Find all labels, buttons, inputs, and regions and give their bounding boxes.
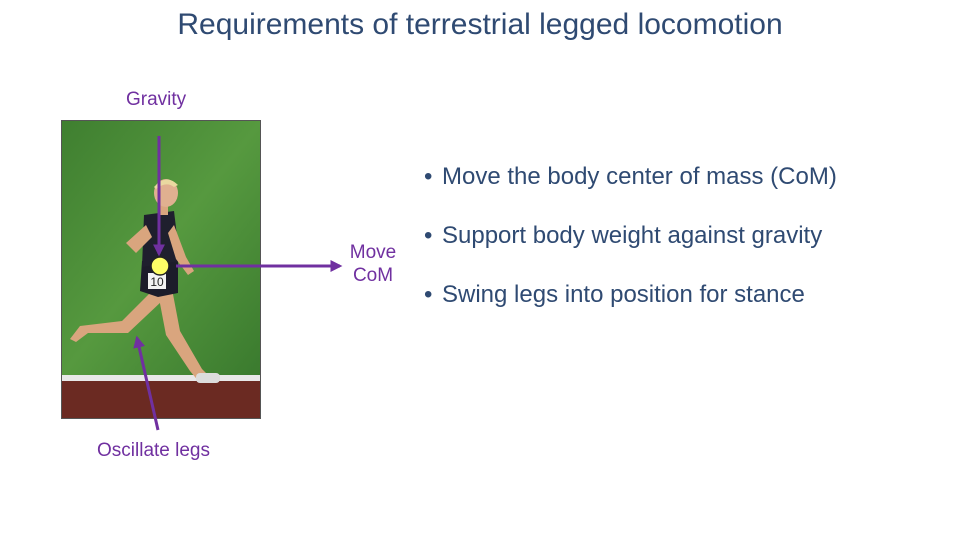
bib-number: 10 — [150, 275, 164, 289]
slide-title: Requirements of terrestrial legged locom… — [0, 8, 960, 42]
running-track — [62, 381, 261, 419]
track-line — [62, 375, 261, 381]
oscillate-legs-label: Oscillate legs — [97, 439, 210, 462]
requirements-list: •Move the body center of mass (CoM) •Sup… — [424, 160, 837, 337]
list-item-text: Swing legs into position for stance — [442, 281, 805, 308]
bullet-icon: • — [424, 278, 442, 312]
move-com-label-line2: CoM — [336, 264, 410, 287]
gravity-label: Gravity — [126, 88, 186, 111]
list-item-text: Support body weight against gravity — [442, 222, 822, 249]
runner-photo: 10 — [61, 120, 261, 419]
runner-illustration: 10 — [62, 121, 261, 419]
list-item: •Swing legs into position for stance — [424, 278, 837, 337]
list-item: •Support body weight against gravity — [424, 219, 837, 278]
list-item: •Move the body center of mass (CoM) — [424, 160, 837, 219]
list-item-text: Move the body center of mass (CoM) — [442, 163, 837, 190]
bullet-icon: • — [424, 160, 442, 194]
bullet-icon: • — [424, 219, 442, 253]
move-com-label: Move CoM — [336, 241, 410, 287]
move-com-label-line1: Move — [336, 241, 410, 264]
